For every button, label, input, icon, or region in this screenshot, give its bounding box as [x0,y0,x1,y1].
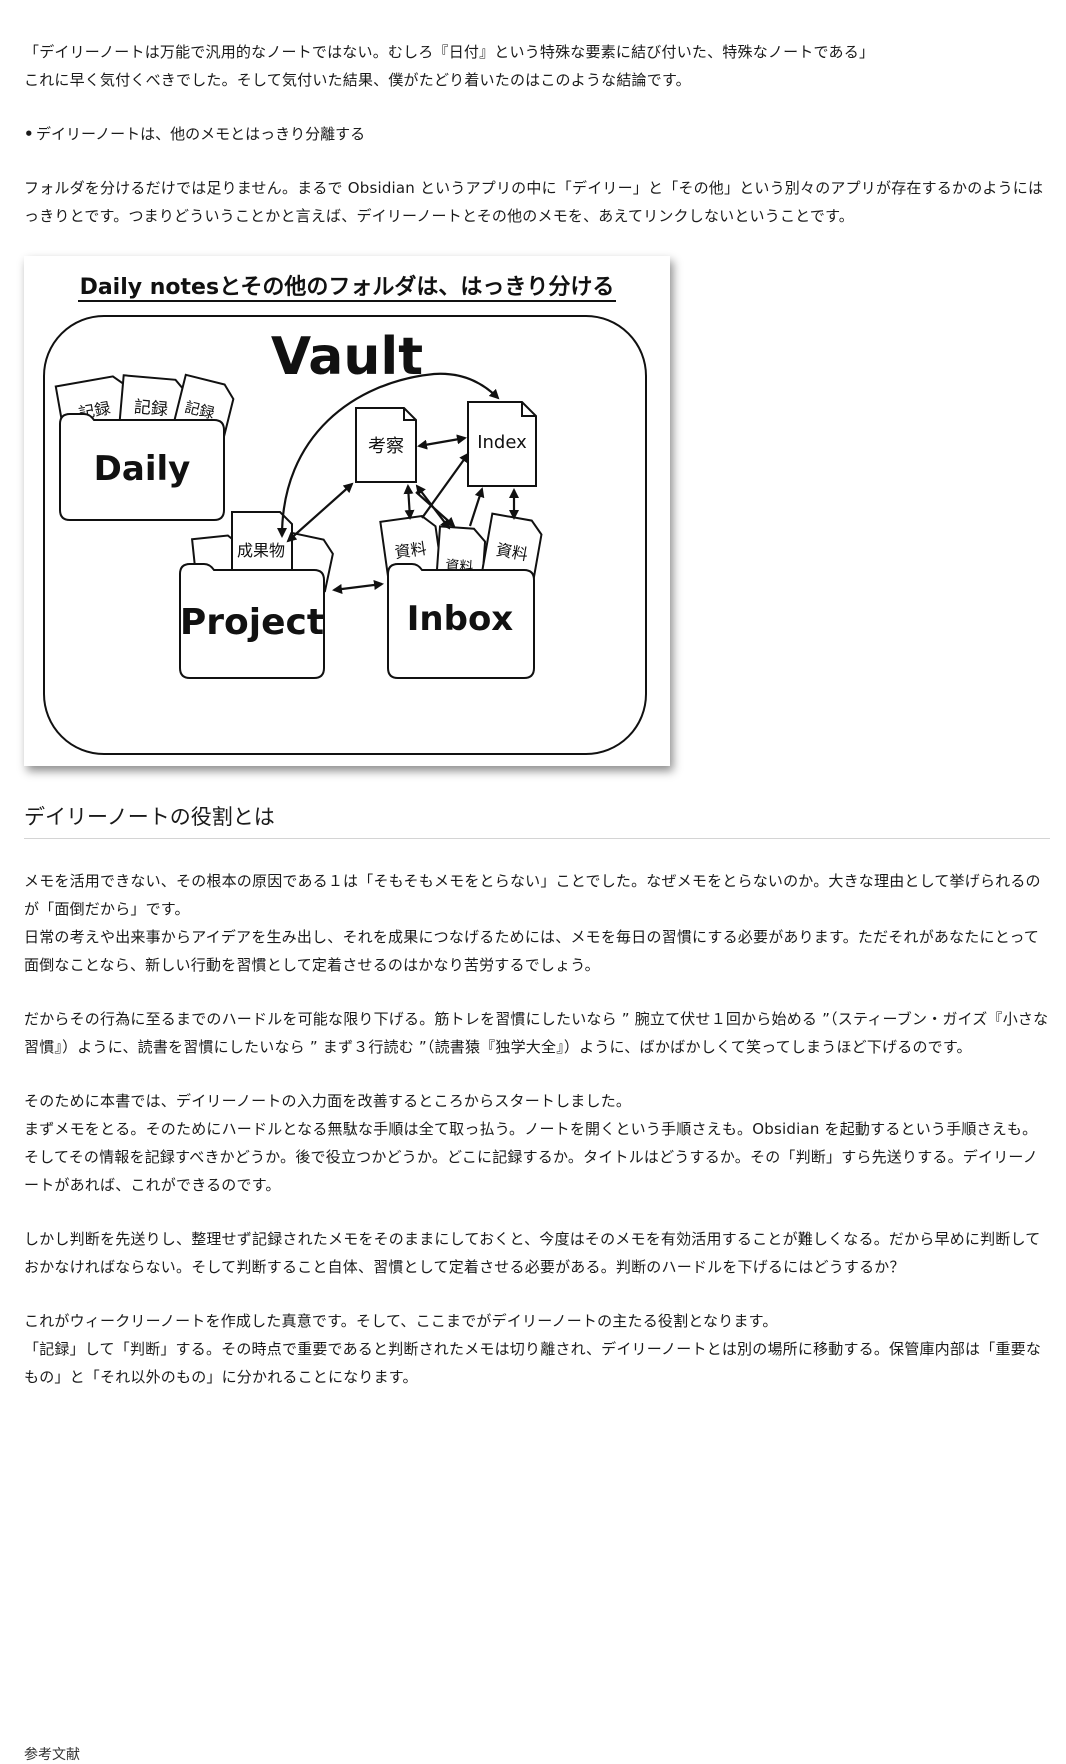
folder-paragraph: フォルダを分けるだけでは足りません。まるで Obsidian というアプリの中に… [24,179,1044,225]
body-paragraph: まずメモをとる。そのためにハードルとなる無駄な手順は全て取っ払う。ノートを開くと… [24,1120,1038,1138]
inbox-index-arrow-1 [421,452,470,519]
kousatsu-note-icon: 考察 [355,407,417,483]
bullet-icon: • [24,125,34,143]
inbox-folder-label: Inbox [407,599,514,639]
body-paragraph: そのために本書では、デイリーノートの入力面を改善するところからスタートしました。 [24,1092,632,1110]
body-paragraph: そしてその情報を記録すべきかどうか。後で役立つかどうか。どこに記録するか。タイト… [24,1148,1038,1194]
project-folder-label: Project [180,602,324,643]
body-paragraph: しかし判断を先送りし、整理せず記録されたメモをそのままにしておくと、今度はそのメ… [24,1230,1041,1276]
bullet-item: • デイリーノートは、他のメモとはっきり分離する [24,120,1050,148]
project-kousatsu-arrow [286,482,354,543]
footer-heading: 参考文献 [24,1747,80,1763]
vault-diagram: Daily notesとその他のフォルダは、はっきり分ける Vault 記録 記… [43,274,647,755]
kousatsu-inbox-arrow [415,491,456,528]
daily-paper-label: 記録 [133,397,169,420]
body-paragraph: 「記録」して「判断」する。その時点で重要であると判断されたメモは切り離され、デイ… [24,1340,1042,1386]
link-arrows [277,372,519,594]
body-paragraph: メモを活用できない、その根本の原因である１は「そもそもメモをとらない」ことでした… [24,872,1041,918]
vault-label: Vault [271,327,423,387]
project-folder-icon: Project [179,563,325,679]
daily-folder-label: Daily [94,449,191,489]
inbox-folder-icon: Inbox [387,563,535,679]
inbox-kousatsu-arrow-1 [403,484,415,520]
inbox-index-arrow-2 [468,487,485,527]
article: 「デイリーノートは万能で汎用的なノートではない。むしろ『日付』という特殊な要素に… [24,38,1050,1391]
inbox-paper-label: 資料 [393,539,427,562]
index-label: Index [477,432,527,453]
body-paragraph: だからその行為に至るまでのハードルを可能な限り下げる。筋トレを習慣にしたいなら … [24,1010,1049,1056]
quote-paragraph: 「デイリーノートは万能で汎用的なノートではない。むしろ『日付』という特殊な要素に… [24,43,875,61]
conclusion-paragraph: これに早く気付くべきでした。そして気付いた結果、僕がたどり着いたのはこのような結… [24,71,691,89]
diagram-title: Daily notesとその他のフォルダは、はっきり分ける [80,274,615,300]
project-index-arrow [277,372,500,538]
section-heading: デイリーノートの役割とは [24,802,1050,839]
daily-folder-icon: Daily [59,413,225,521]
bullet-text: デイリーノートは、他のメモとはっきり分離する [36,125,366,143]
project-inbox-arrow [332,580,384,594]
body-paragraph: 日常の考えや出来事からアイデアを生み出し、それを成果につなげるためには、メモを毎… [24,928,1040,974]
vault-diagram-figure: Daily notesとその他のフォルダは、はっきり分ける Vault 記録 記… [24,256,670,766]
index-note-icon: Index [467,401,537,487]
project-paper-label: 成果物 [237,541,285,560]
kousatsu-index-arrow [417,434,467,450]
body-paragraph: これがウィークリーノートを作成した真意です。そして、ここまでがデイリーノートの主… [24,1312,778,1330]
kousatsu-label: 考察 [368,436,404,457]
